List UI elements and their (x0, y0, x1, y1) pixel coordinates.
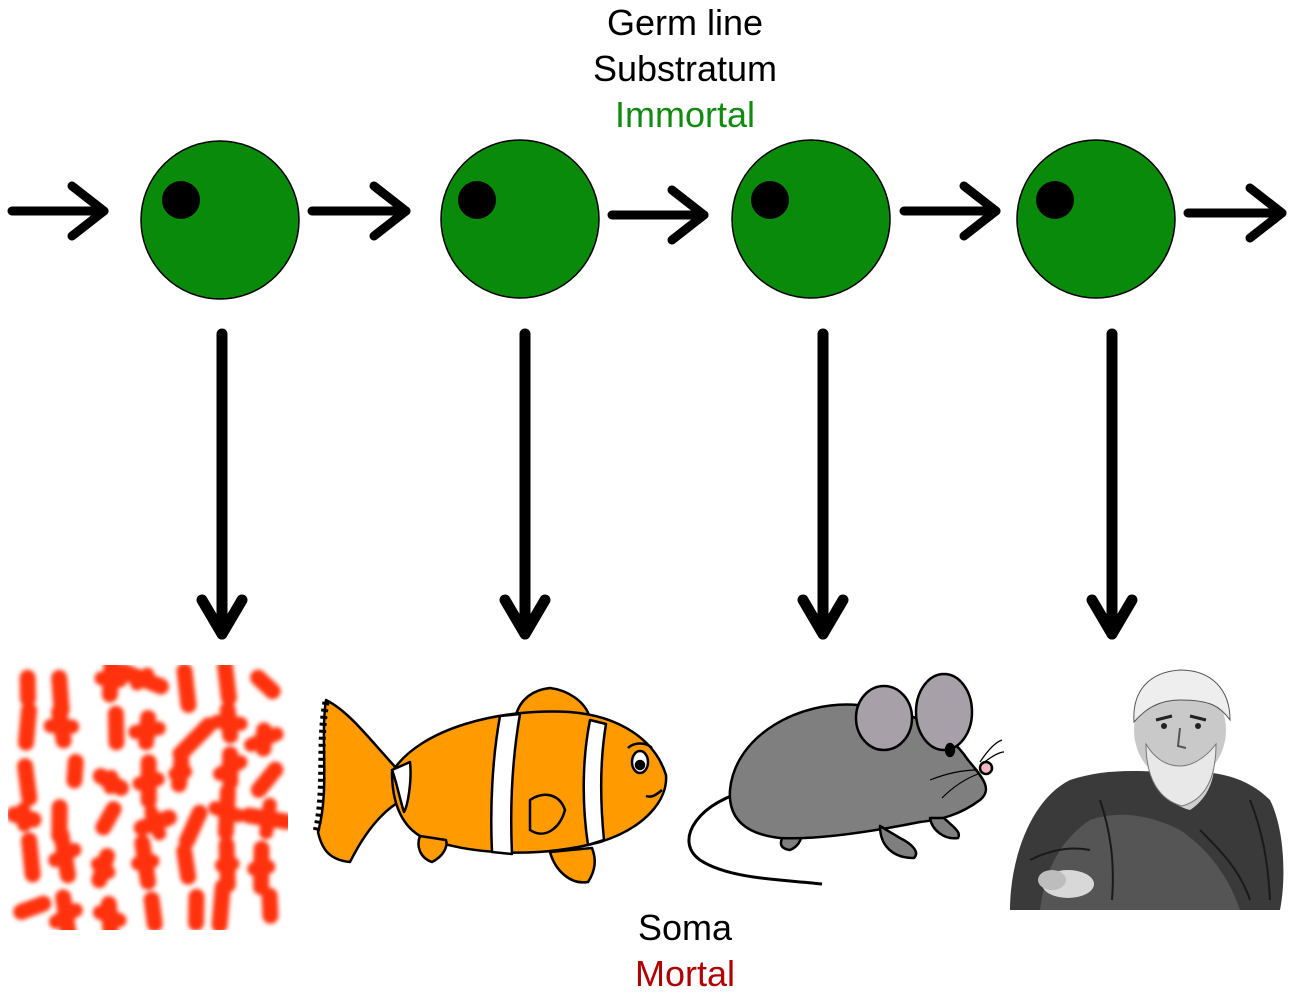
bacterium-rod (210, 714, 248, 731)
soma-mortal-label: Mortal (634, 953, 736, 994)
bacterium-rod (188, 888, 205, 930)
germ-cell-2 (440, 139, 600, 299)
bacterium-rod (250, 669, 281, 700)
soma-title: Soma (637, 907, 733, 948)
germline-arrow-in (7, 181, 109, 241)
fish-tail (316, 698, 404, 864)
bacterium-rod (95, 801, 122, 836)
germ-cell-3 (731, 139, 891, 299)
bacterium-rod (211, 879, 231, 930)
nucleus-icon (458, 181, 496, 219)
fish-stripe (582, 718, 608, 847)
man-portrait-illustration (1010, 669, 1284, 910)
fish-pectoral-fin (528, 793, 567, 835)
bacterium-rod (43, 718, 80, 734)
bacterium-rod (131, 854, 160, 871)
bacterium-rod (21, 832, 41, 883)
bacterium-rod (168, 764, 193, 782)
bacterium-rod (90, 857, 116, 880)
germ-cells (140, 139, 1176, 300)
bacterium-rod (132, 772, 165, 791)
bacterium-rod (13, 895, 52, 920)
mouse-ear (854, 684, 914, 752)
fish-pelvic-fin (548, 846, 596, 884)
bacterium-rod (217, 665, 237, 706)
mouse-nose (978, 760, 994, 776)
bacterium-rod (208, 801, 246, 823)
bacterium-rod (16, 802, 32, 832)
bacterium-rod (247, 859, 276, 876)
soma-arrow-2 (499, 328, 551, 640)
germline-arrow-1-2 (307, 181, 411, 241)
bacterium-rod (144, 805, 167, 841)
bacterium-rod (19, 669, 36, 707)
bacterium-rod (18, 702, 37, 751)
bacterium-rod (243, 727, 284, 752)
bacterium-rod (212, 755, 248, 781)
germline-arrow-2-3 (607, 185, 709, 245)
germline-title: Germ line (606, 2, 764, 43)
fish-stripe (490, 712, 522, 856)
fish-stripe (390, 760, 412, 814)
bacterium-rod (17, 758, 38, 807)
germline-arrow-out (1183, 183, 1287, 243)
mouse-tail (687, 788, 823, 886)
bacterium-rod (66, 753, 84, 789)
soma-arrows (196, 328, 1138, 640)
bacterium-rod (176, 665, 197, 713)
nucleus-icon (162, 181, 200, 219)
clownfish-illustration (312, 686, 668, 884)
germ-cell-1 (140, 140, 300, 300)
germ-cell-4 (1016, 139, 1176, 299)
bacterium-rod (259, 797, 277, 840)
bacterium-rod (48, 842, 82, 868)
bacteria-illustration (8, 665, 288, 930)
bacterium-rod (250, 761, 284, 798)
bacterium-rod (214, 856, 240, 873)
germline-subtitle: Substratum (592, 48, 778, 89)
germline-arrows (7, 181, 1287, 245)
fish-body (390, 710, 668, 854)
nucleus-icon (1036, 181, 1074, 219)
bacterium-rod (176, 843, 197, 885)
bacterium-rod (128, 721, 166, 740)
mouse-ear (914, 672, 974, 752)
fish-dorsal-fin (514, 686, 592, 720)
bacterium-rod (172, 717, 217, 762)
nucleus-icon (751, 181, 789, 219)
germline-immortal-label: Immortal (614, 94, 755, 135)
bacterium-rod (261, 887, 279, 924)
soma-arrow-1 (196, 328, 248, 640)
bacterium-rod (48, 903, 83, 929)
soma-arrow-3 (797, 328, 849, 640)
mouse-illustration (687, 672, 1005, 886)
bacterium-rod (130, 667, 155, 691)
mouse-eye (944, 742, 956, 758)
soma-arrow-4 (1086, 328, 1138, 640)
bacterium-rod (178, 804, 208, 850)
bacterium-rod (143, 891, 163, 930)
bacterium-rod (107, 705, 125, 751)
bacterium-rod (92, 905, 127, 928)
germline-arrow-3-4 (899, 181, 1001, 241)
bacterium-rod (103, 769, 119, 795)
mouse-body (728, 703, 988, 840)
